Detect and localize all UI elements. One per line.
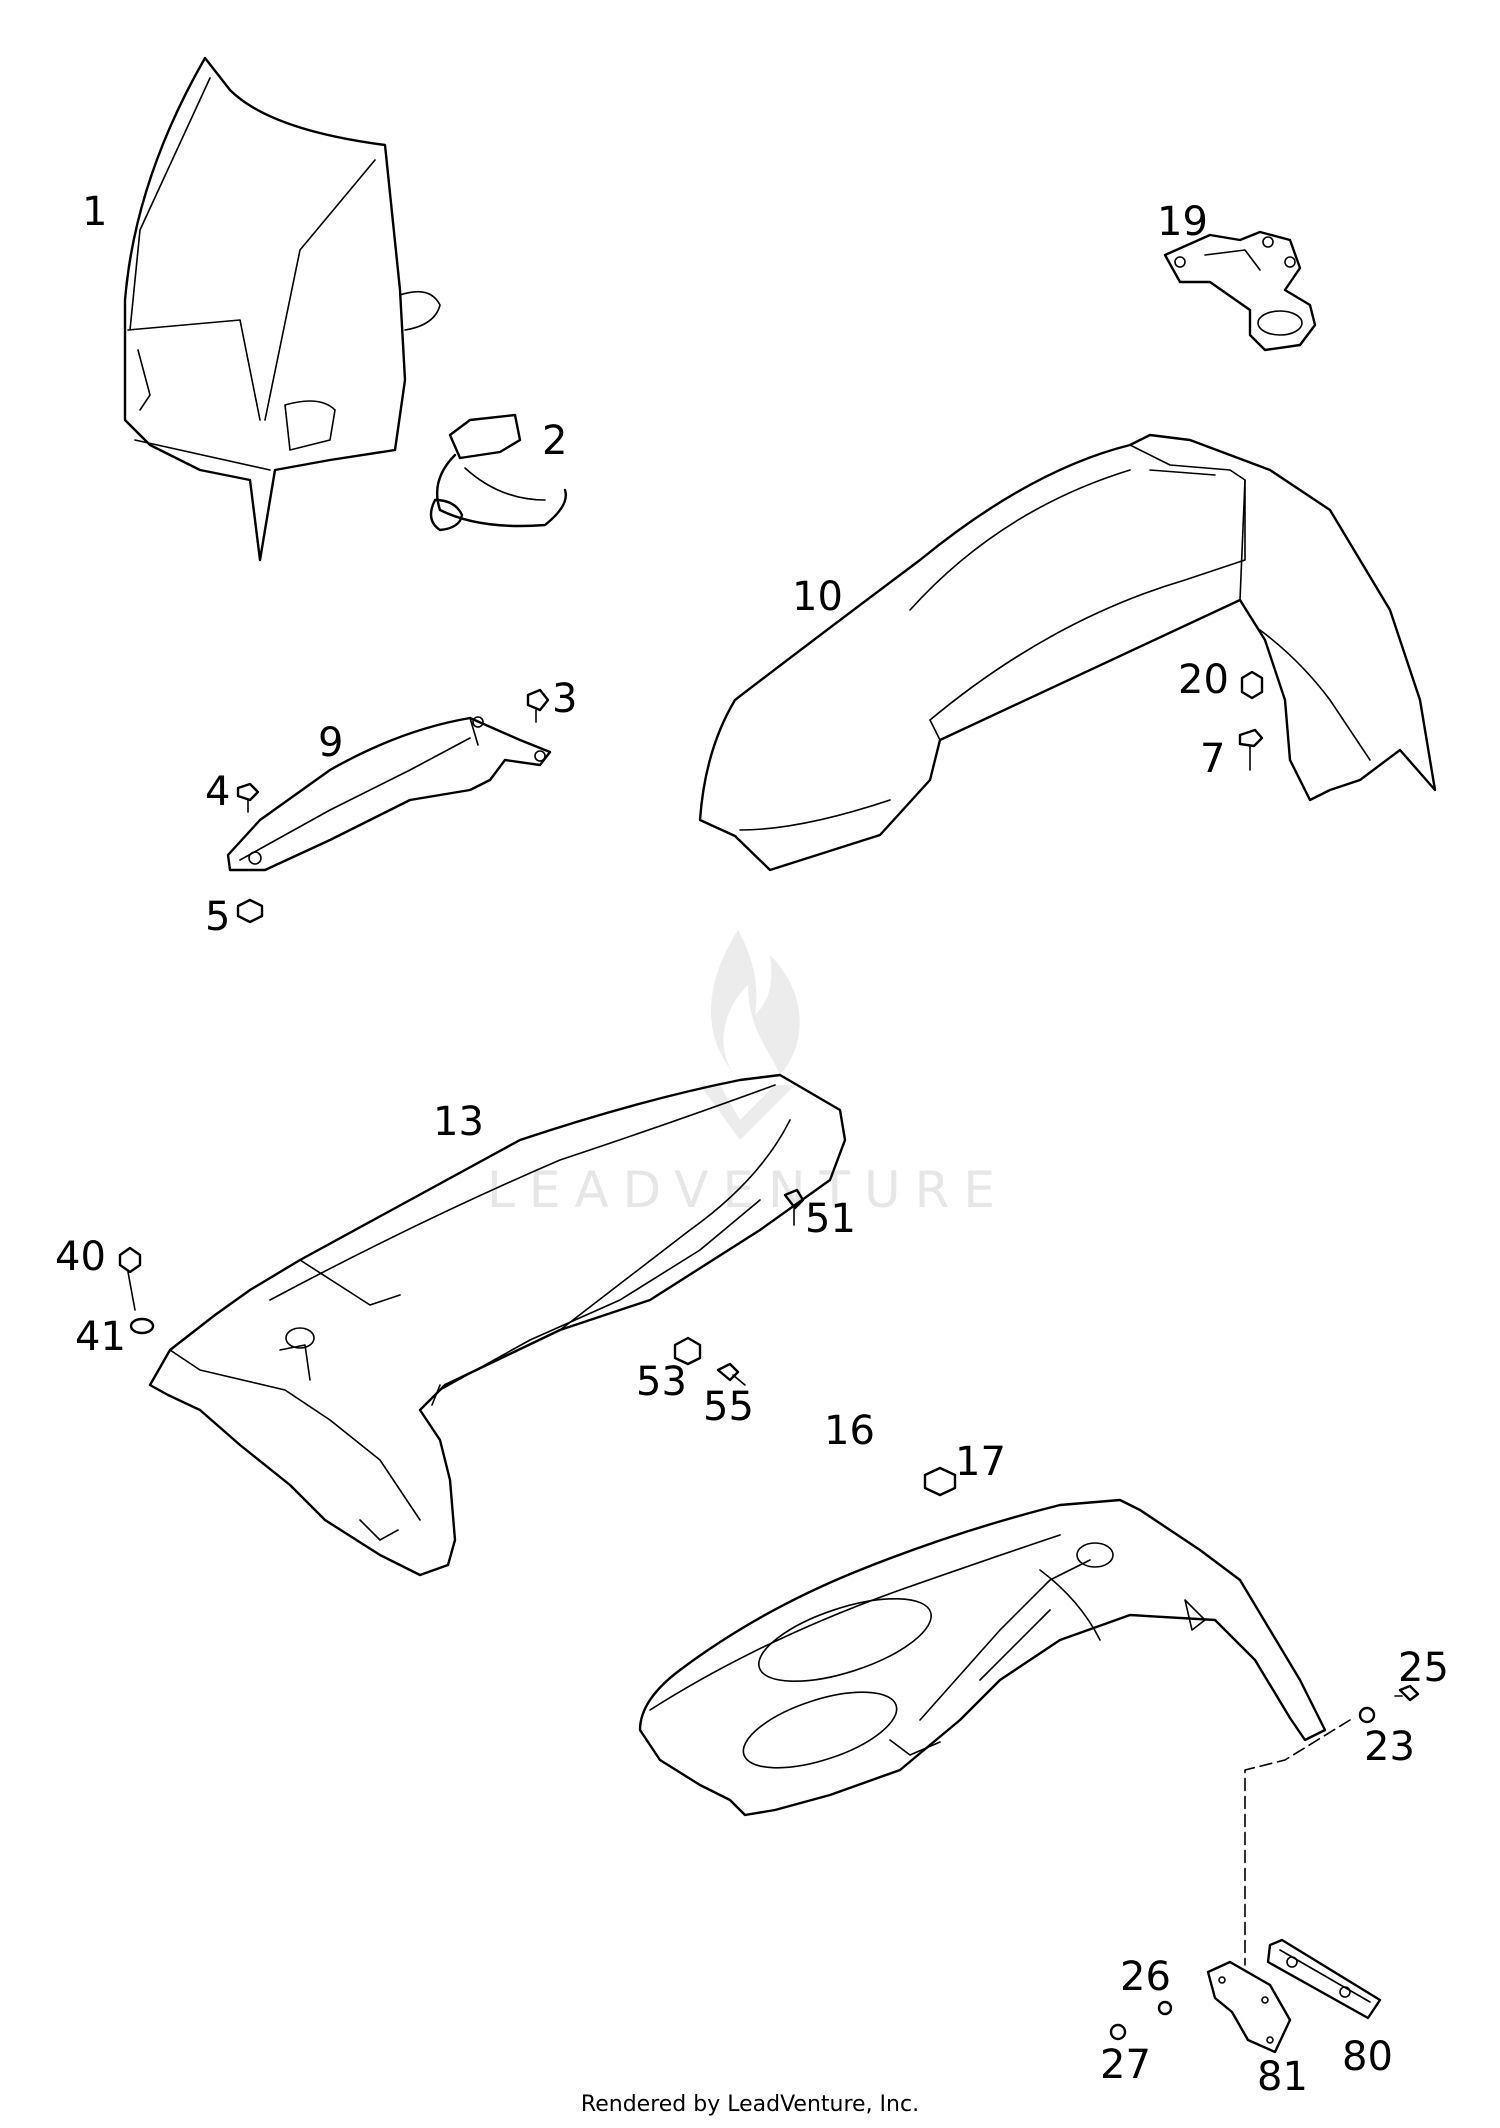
part-41-washer[interactable]	[129, 1317, 155, 1335]
part-7-screw[interactable]	[1238, 728, 1264, 771]
part-40-bolt[interactable]	[118, 1246, 142, 1311]
callout-4: 4	[205, 769, 230, 815]
part-53-grommet[interactable]	[673, 1336, 702, 1366]
part-17-grommet[interactable]	[923, 1466, 957, 1497]
callout-10: 10	[792, 574, 843, 620]
callout-5: 5	[205, 894, 230, 940]
part-5-nut[interactable]	[236, 898, 264, 924]
part-81-plate[interactable]	[1206, 1960, 1292, 2054]
part-16-front-fender-graphic[interactable]	[638, 1498, 1327, 1817]
callout-41: 41	[75, 1314, 126, 1360]
callout-9: 9	[318, 720, 343, 766]
footer-credit: Rendered by LeadVenture, Inc.	[580, 2092, 920, 2117]
callout-81: 81	[1257, 2054, 1308, 2100]
part-27-nut[interactable]	[1109, 2023, 1127, 2041]
part-51-screw[interactable]	[783, 1188, 805, 1226]
part-19-bracket[interactable]	[1163, 230, 1317, 352]
leadventure-watermark: LEADVENTURE	[487, 930, 1009, 1219]
callout-80: 80	[1342, 2034, 1393, 2080]
part-26-washer[interactable]	[1157, 2000, 1173, 2016]
mounting-guide-line	[1244, 1719, 1351, 1966]
callout-7: 7	[1200, 736, 1225, 782]
callout-16: 16	[824, 1408, 875, 1454]
part-1-headlight-mask[interactable]	[123, 56, 441, 562]
part-55-screw[interactable]	[716, 1362, 746, 1386]
callout-23: 23	[1364, 1724, 1415, 1770]
part-13-rear-fender[interactable]	[148, 1073, 847, 1577]
part-10-front-fender[interactable]	[698, 433, 1437, 872]
callout-55: 55	[703, 1384, 754, 1430]
watermark-v-logo	[700, 1085, 795, 1140]
part-20-spacer[interactable]	[1240, 670, 1264, 700]
callout-labels: 1 2 3 4 5 7 9 10 13 16 17 19 20 23 25 26…	[55, 189, 1449, 2100]
callout-25: 25	[1398, 1645, 1449, 1691]
callout-40: 40	[55, 1234, 106, 1280]
part-3-screw[interactable]	[526, 688, 550, 723]
part-25-screw[interactable]	[1394, 1684, 1420, 1702]
watermark-flame-logo	[710, 930, 800, 1075]
part-80-reflector[interactable]	[1266, 1938, 1382, 2020]
callout-20: 20	[1178, 657, 1229, 703]
callout-53: 53	[636, 1359, 687, 1405]
callout-17: 17	[955, 1439, 1006, 1485]
part-2-clamp[interactable]	[429, 413, 567, 532]
callout-51: 51	[805, 1196, 856, 1242]
part-23-nut[interactable]	[1358, 1706, 1376, 1724]
watermark-text: LEADVENTURE	[487, 1161, 1009, 1219]
callout-27: 27	[1100, 2042, 1151, 2088]
callout-1: 1	[82, 189, 107, 235]
callout-3: 3	[552, 676, 577, 722]
callout-13: 13	[433, 1099, 484, 1145]
part-9-mudguard-strip[interactable]	[226, 716, 552, 872]
part-4-screw[interactable]	[236, 782, 260, 813]
callout-26: 26	[1120, 1954, 1171, 2000]
callout-19: 19	[1157, 199, 1208, 245]
callout-2: 2	[542, 418, 567, 464]
